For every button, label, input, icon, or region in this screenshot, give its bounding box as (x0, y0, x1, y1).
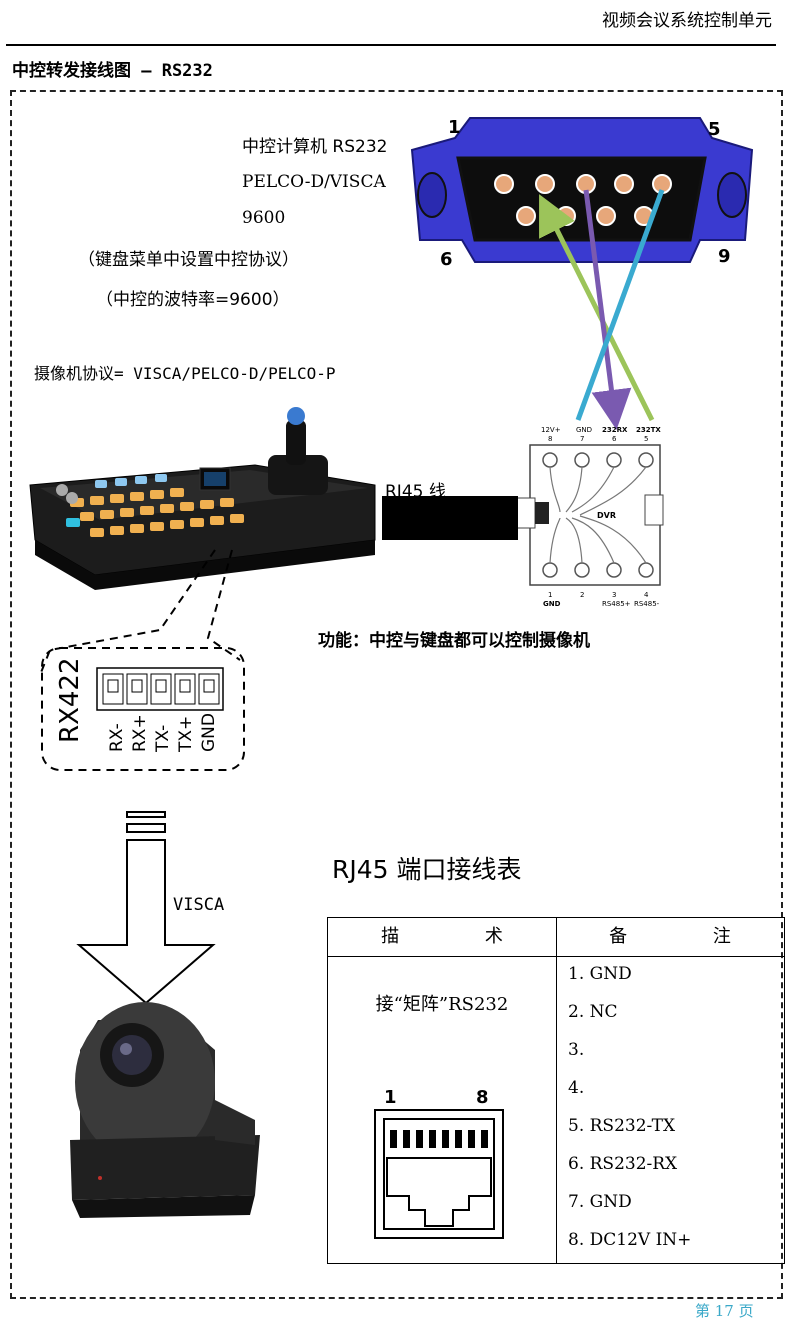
note-item: 8. DC12V IN+ (568, 1230, 692, 1250)
rj45-pin-label-right: 8 (476, 1087, 489, 1108)
ptz-keyboard (29, 407, 376, 590)
rx422-pin-4: TX+ (176, 716, 196, 753)
terminal-top-p7: GND (576, 426, 592, 434)
page-number: 第 17 页 (695, 1302, 754, 1320)
note-item: 3. (568, 1040, 585, 1060)
camera-protocol-label: 摄像机协议= VISCA/PELCO-D/PELCO-P (34, 364, 336, 383)
terminal-top-n8: 8 (548, 435, 552, 443)
note-item: 5. RS232-TX (568, 1116, 676, 1136)
terminal-bottom-n1: 1 (548, 591, 552, 599)
rj45-jack-diagram: 1 8 (374, 1087, 504, 1239)
terminal-bottom-n3: 3 (612, 591, 616, 599)
table-title: RJ45 端口接线表 (332, 855, 522, 884)
note-item: 6. RS232-RX (568, 1154, 678, 1174)
wire-232rx-purple (583, 189, 632, 430)
table-header-description: 描 术 (381, 926, 543, 947)
db9-pin-4 (614, 174, 634, 194)
rj45-wiring-table: 描 术 备 注 接“矩阵”RS232 1 8 1. GND 2. NC 3. 4… (327, 917, 785, 1264)
diagram-frame (10, 90, 783, 1299)
visca-arrow (76, 811, 216, 1005)
rx422-pin-2: RX+ (130, 714, 150, 752)
visca-label: VISCA (173, 895, 225, 915)
table-description-text: 接“矩阵”RS232 (375, 994, 509, 1015)
terminal-bottom-p4: RS485- (634, 600, 660, 608)
table-header-notes: 备 注 (609, 926, 771, 947)
db9-pin6-label: 6 (440, 249, 453, 270)
rx422-pin-3: TX- (153, 725, 173, 753)
db9-pin-1 (494, 174, 514, 194)
terminal-top-n7: 7 (580, 435, 584, 443)
db9-pin5-label: 5 (708, 119, 721, 140)
rj45-cable (382, 496, 518, 540)
terminal-top-n6: 6 (612, 435, 617, 443)
terminal-top-p6: 232RX (602, 426, 628, 434)
terminal-top-n5: 5 (644, 435, 648, 443)
terminal-bottom-p1: GND (543, 600, 561, 608)
note-item: 4. (568, 1078, 585, 1098)
terminal-block: DVR (516, 444, 664, 586)
db9-pin-6 (516, 206, 536, 226)
db9-pin-7 (556, 206, 576, 226)
note-item: 1. GND (568, 964, 632, 984)
controller-baud-note: （中控的波特率=9600） (96, 290, 290, 310)
rj45-pin-label-left: 1 (384, 1087, 397, 1108)
note-item: 7. GND (568, 1192, 632, 1212)
terminal-body-label: DVR (597, 511, 616, 520)
controller-protocol-label: PELCO-D/VISCA (242, 172, 386, 192)
camera-illustration (70, 811, 260, 1218)
rx422-pin-5: GND (199, 713, 219, 752)
rx422-label: RX422 (55, 657, 85, 743)
header-rule (6, 44, 776, 46)
controller-rs232-label: 中控计算机 RS232 (242, 137, 388, 157)
wire-gnd-cyan (575, 189, 665, 421)
document-header-title: 视频会议系统控制单元 (602, 11, 772, 31)
db9-connector (410, 117, 754, 263)
db9-pin-8 (596, 206, 616, 226)
callout-line-left (39, 549, 216, 676)
terminal-bottom-p3: RS485+ (602, 600, 631, 608)
db9-pin9-label: 9 (718, 246, 731, 267)
terminal-bottom-n4: 4 (644, 591, 649, 599)
controller-protocol-note: （键盘菜单中设置中控协议） (78, 250, 299, 270)
db9-pin-2 (535, 174, 555, 194)
function-note: 功能：中控与键盘都可以控制摄像机 (318, 631, 590, 651)
section-title: 中控转发接线图 – RS232 (12, 61, 213, 81)
terminal-bottom-n2: 2 (580, 591, 584, 599)
rx422-terminal (96, 667, 224, 711)
ptz-camera (70, 1002, 260, 1218)
callout-line-right (206, 549, 241, 661)
controller-baud-label: 9600 (242, 208, 286, 228)
terminal-top-p5: 232TX (636, 426, 661, 434)
terminal-top-p8: 12V+ (541, 426, 561, 434)
wiring-diagram: 1 5 6 9 DVR 12V+ GND 232RX 232TX 8 7 6 5… (410, 117, 754, 608)
keyboard-controller-illustration: RX422 RX- RX+ TX- TX+ GND (29, 407, 376, 771)
note-item: 2. NC (568, 1002, 618, 1022)
table-notes-cell: 1. GND 2. NC 3. 4. 5. RS232-TX 6. RS232-… (556, 956, 784, 1263)
rx422-pin-1: RX- (107, 723, 127, 752)
db9-pin1-label: 1 (448, 117, 461, 138)
